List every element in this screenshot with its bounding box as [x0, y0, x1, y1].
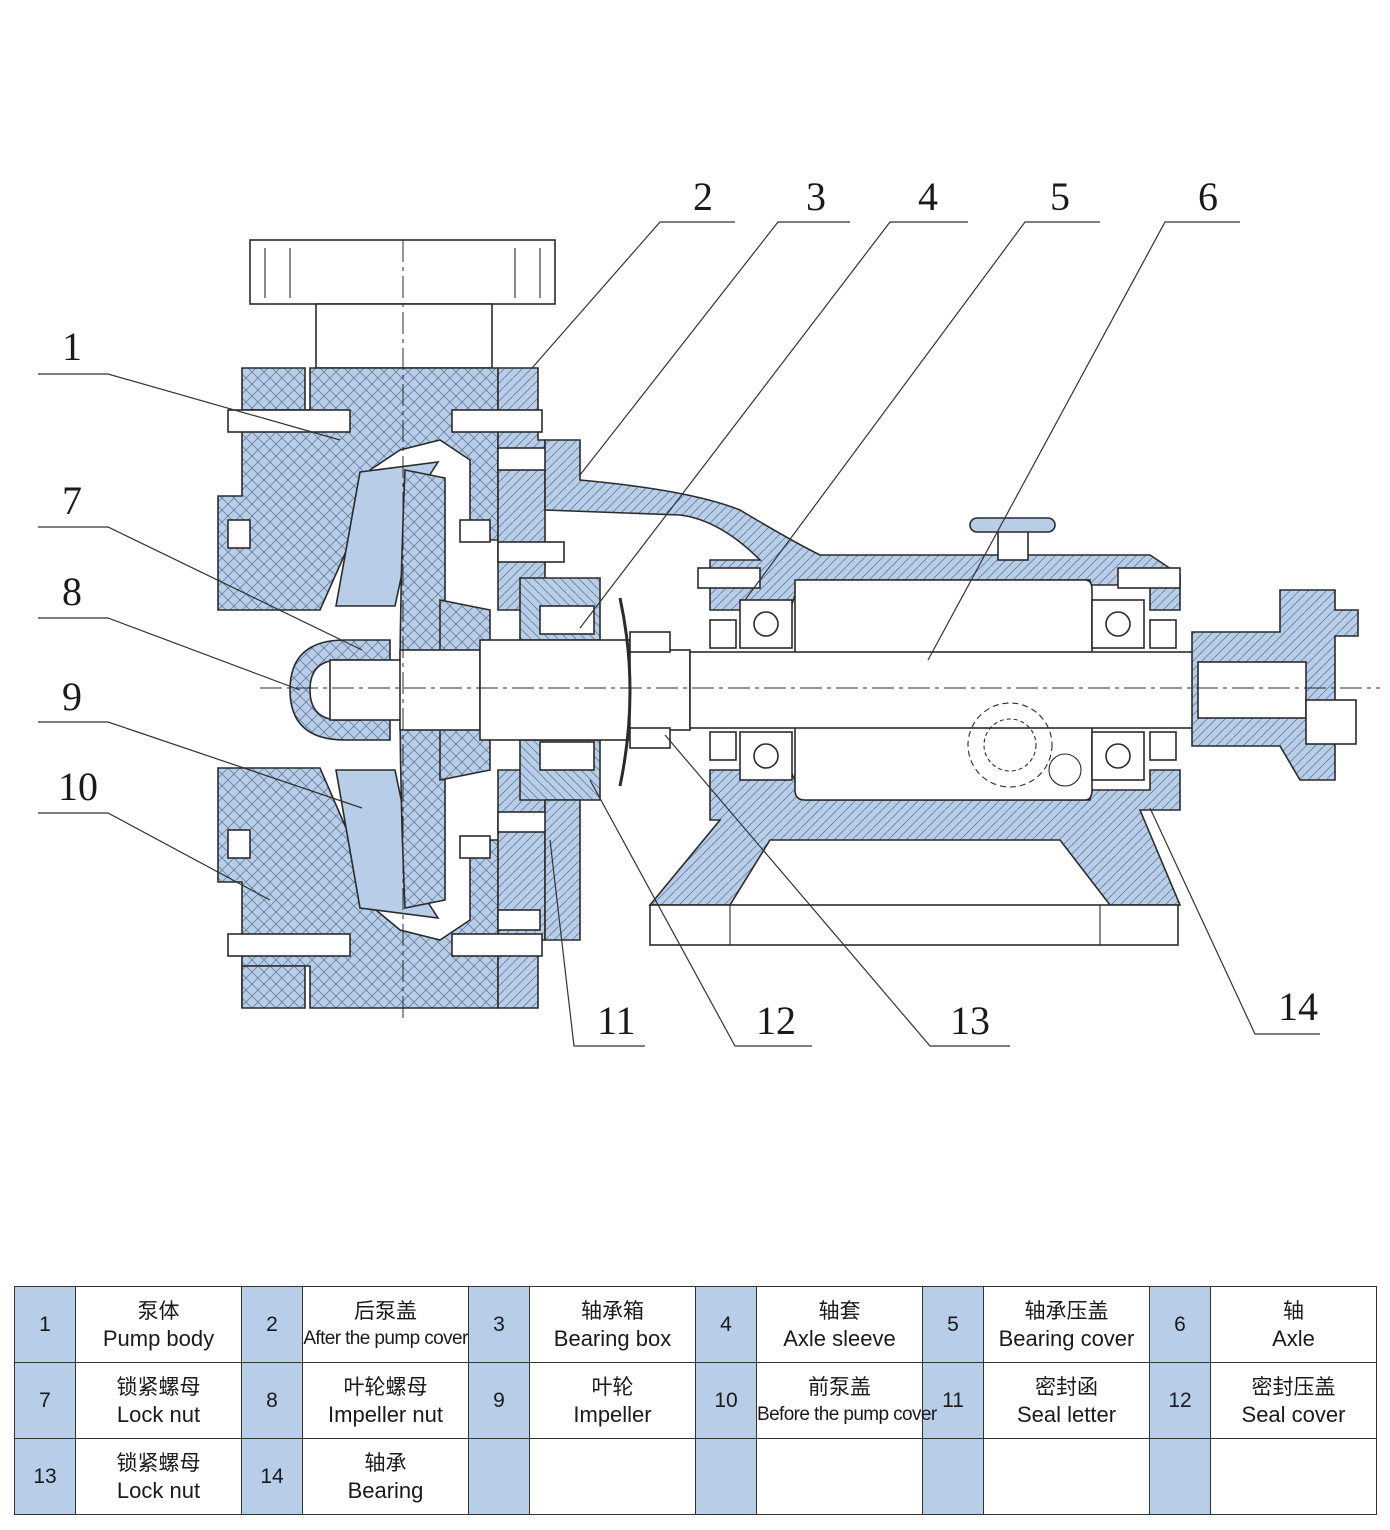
- legend-cn: 前泵盖: [808, 1374, 871, 1399]
- legend-number: 5: [922, 1286, 984, 1363]
- legend-number: [922, 1438, 984, 1515]
- callout-numbers: 1 2 3 4 5 6 7 8 9 10 11 12 13 14: [58, 174, 1318, 1043]
- legend-number: 6: [1149, 1286, 1211, 1363]
- legend-cn: 锁紧螺母: [116, 1374, 201, 1399]
- legend-en: Before the pump cover: [757, 1403, 937, 1425]
- callout-2: 2: [693, 174, 713, 219]
- oil-level-gauge: [967, 702, 1082, 788]
- legend-number: 9: [468, 1362, 530, 1439]
- legend-en: Axle sleeve: [783, 1325, 896, 1351]
- callout-3: 3: [806, 174, 826, 219]
- legend-number: 13: [14, 1438, 76, 1515]
- callout-6: 6: [1198, 174, 1218, 219]
- legend-cn: 后泵盖: [354, 1298, 417, 1323]
- pump-cross-section-diagram: 1 2 3 4 5 6 7 8 9 10 11 12 13 14: [38, 174, 1380, 1047]
- legend-en: Bearing box: [553, 1325, 672, 1351]
- callout-9: 9: [62, 674, 82, 719]
- legend-cn: 轴套: [818, 1298, 861, 1323]
- callout-10: 10: [58, 764, 98, 809]
- legend-en: Pump body: [102, 1325, 215, 1351]
- shaft: [329, 597, 1196, 787]
- legend-number: 2: [241, 1286, 303, 1363]
- seal-housing: [519, 577, 601, 941]
- legend-en: After the pump cover: [303, 1327, 468, 1349]
- legend-number: 7: [14, 1362, 76, 1439]
- legend-en: Seal letter: [1016, 1401, 1117, 1427]
- callout-5: 5: [1050, 174, 1070, 219]
- legend-number: 12: [1149, 1362, 1211, 1439]
- legend-description: [983, 1438, 1150, 1515]
- legend-en: Impeller nut: [328, 1401, 443, 1427]
- callout-12: 12: [756, 998, 796, 1043]
- coupling: [1191, 589, 1359, 781]
- legend-en: Bearing: [347, 1477, 424, 1503]
- legend-number: 1: [14, 1286, 76, 1363]
- legend-number: 11: [922, 1362, 984, 1439]
- legend-number: 3: [468, 1286, 530, 1363]
- legend-number: 4: [695, 1286, 757, 1363]
- legend-cn: 叶轮: [591, 1374, 634, 1399]
- legend-cn: 锁紧螺母: [116, 1450, 201, 1475]
- legend-cn: 密封压盖: [1251, 1374, 1336, 1399]
- legend-cn: 轴: [1283, 1298, 1304, 1323]
- legend-description: [529, 1438, 696, 1515]
- legend-cn: 泵体: [137, 1298, 180, 1323]
- callout-11: 11: [597, 998, 636, 1043]
- legend-number: 10: [695, 1362, 757, 1439]
- bearings: [697, 567, 1181, 781]
- legend-number: 8: [241, 1362, 303, 1439]
- legend-description: 后泵盖 After the pump cover: [302, 1286, 469, 1363]
- legend-cn: 轴承箱: [581, 1298, 644, 1323]
- callout-7: 7: [62, 478, 82, 523]
- legend-description: 前泵盖 Before the pump cover: [756, 1362, 937, 1439]
- callout-13: 13: [950, 998, 990, 1043]
- legend-en: Seal cover: [1241, 1401, 1346, 1427]
- legend-cn: 叶轮螺母: [343, 1374, 428, 1399]
- callout-1: 1: [62, 324, 82, 369]
- legend-cn: 密封函: [1035, 1374, 1098, 1399]
- legend-en: Lock nut: [116, 1401, 201, 1427]
- legend-cn: 轴承压盖: [1024, 1298, 1109, 1323]
- leader-lines: [38, 221, 1320, 1047]
- callout-4: 4: [918, 174, 938, 219]
- legend-en: Lock nut: [116, 1477, 201, 1503]
- legend-cn: 轴承: [364, 1450, 407, 1475]
- legend-en: Impeller: [573, 1401, 652, 1427]
- legend-number: 14: [241, 1438, 303, 1515]
- legend-en: Axle: [1272, 1325, 1315, 1351]
- legend-number: [695, 1438, 757, 1515]
- legend-number: [1149, 1438, 1211, 1515]
- legend-description: [756, 1438, 923, 1515]
- callout-8: 8: [62, 569, 82, 614]
- legend-en: Bearing cover: [998, 1325, 1135, 1351]
- legend-description: [1210, 1438, 1377, 1515]
- callout-14: 14: [1278, 984, 1318, 1029]
- legend-number: [468, 1438, 530, 1515]
